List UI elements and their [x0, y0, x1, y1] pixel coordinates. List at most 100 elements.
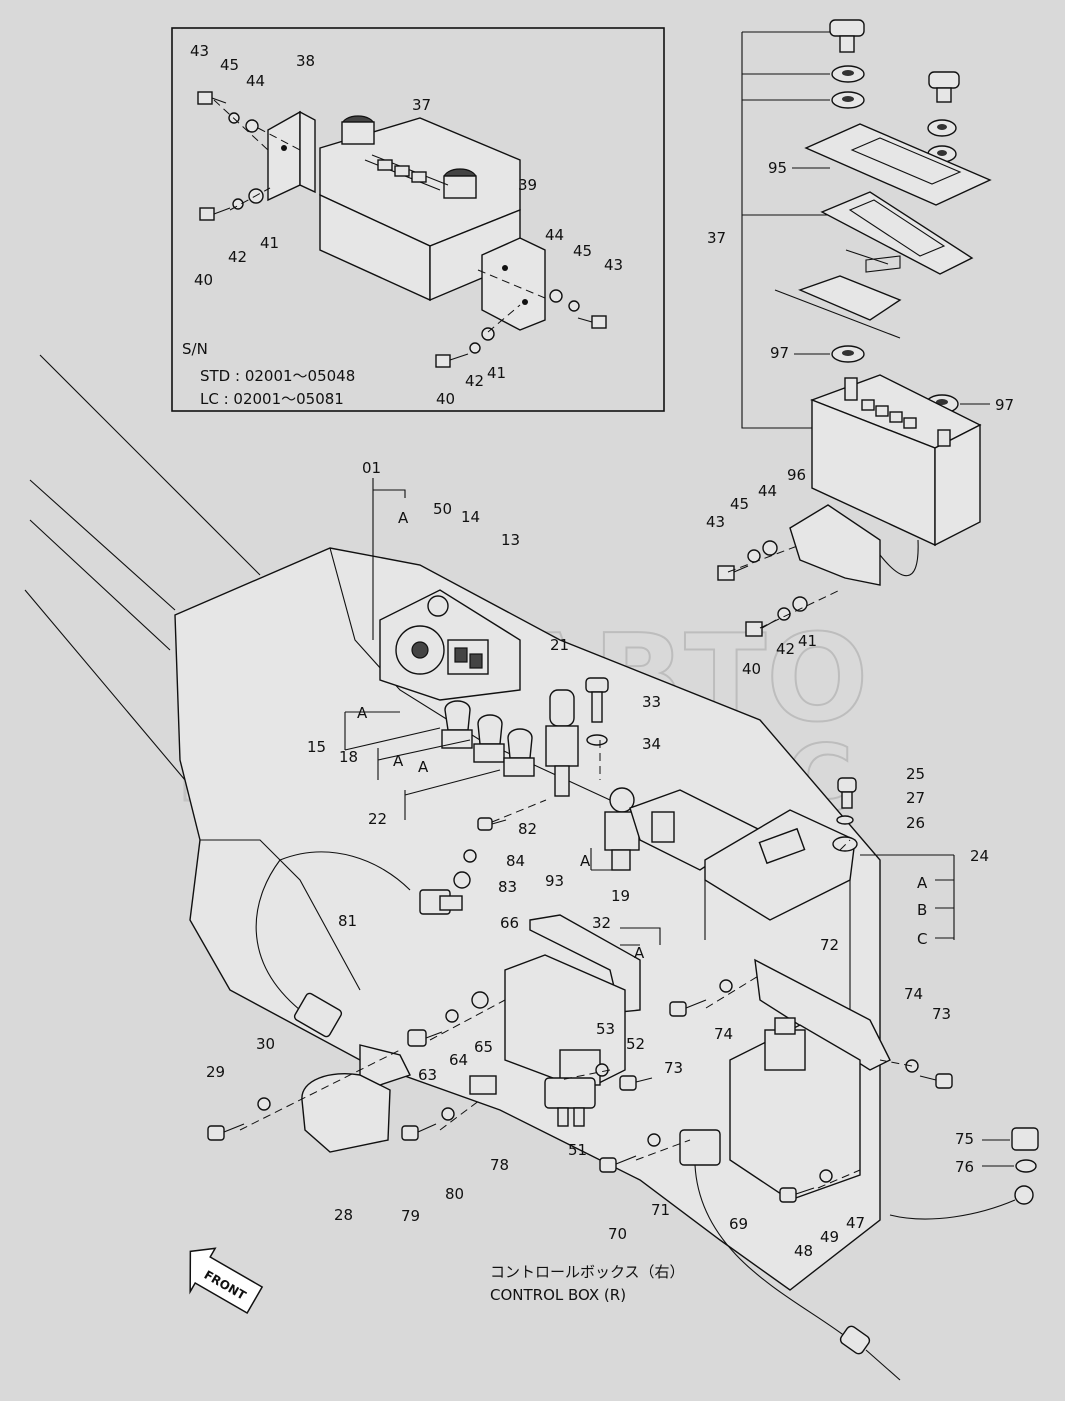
label-49: 49 [820, 1228, 839, 1246]
label-01: 01 [362, 459, 381, 477]
label-A7: A [634, 944, 645, 962]
label-inset-45a: 45 [220, 56, 239, 74]
label-30: 30 [256, 1035, 275, 1053]
label-71: 71 [651, 1201, 670, 1219]
label-47: 47 [846, 1214, 865, 1232]
main-labels: 01 A 50 14 13 21 33 34 A 15 A 18 A 22 82… [206, 459, 1014, 1260]
label-78: 78 [490, 1156, 509, 1174]
inset-frame [171, 27, 665, 412]
label-24: 24 [970, 847, 989, 865]
plate-95 [804, 123, 992, 206]
label-27: 27 [906, 789, 925, 807]
label-15: 15 [307, 738, 326, 756]
label-14: 14 [461, 508, 480, 526]
label-65: 65 [474, 1038, 493, 1056]
label-75: 75 [955, 1130, 974, 1148]
inset-battery-box: 43 45 44 38 37 40 42 41 39 44 45 43 40 4… [171, 27, 665, 412]
label-B: B [917, 901, 927, 919]
right-labels: 37 95 97 97 96 45 44 43 40 42 41 [706, 159, 1014, 678]
label-r96: 96 [787, 466, 806, 484]
serial-title: S/N [182, 340, 208, 358]
caption-japanese: コントロールボックス（右） [490, 1263, 685, 1281]
label-69: 69 [729, 1215, 748, 1233]
label-r40: 40 [742, 660, 761, 678]
label-32: 32 [592, 914, 611, 932]
label-r44: 44 [758, 482, 777, 500]
bracket-93 [529, 914, 641, 1013]
upper-right-unit [717, 19, 992, 637]
label-80: 80 [445, 1185, 464, 1203]
label-63: 63 [418, 1066, 437, 1084]
label-r97b: 97 [995, 396, 1014, 414]
label-18: 18 [339, 748, 358, 766]
label-inset-38: 38 [296, 52, 315, 70]
label-inset-40a: 40 [194, 271, 213, 289]
serial-std: STD : 02001～05048 [200, 367, 355, 385]
label-93: 93 [545, 872, 564, 890]
label-52: 52 [626, 1035, 645, 1053]
label-64: 64 [449, 1051, 468, 1069]
label-r43: 43 [706, 513, 725, 531]
label-25: 25 [906, 765, 925, 783]
box-47 [729, 1024, 861, 1201]
label-inset-42b: 42 [465, 372, 484, 390]
front-arrow: FRONT [189, 1247, 264, 1315]
label-inset-40b: 40 [436, 390, 455, 408]
label-A5: A [580, 852, 591, 870]
label-r37: 37 [707, 229, 726, 247]
label-76: 76 [955, 1158, 974, 1176]
label-82: 82 [518, 820, 537, 838]
caption-english: CONTROL BOX (R) [490, 1286, 626, 1304]
label-72: 72 [820, 936, 839, 954]
label-A3: A [393, 752, 404, 770]
label-70: 70 [608, 1225, 627, 1243]
label-inset-39: 39 [518, 176, 537, 194]
label-48: 48 [794, 1242, 813, 1260]
bracket-72 [754, 958, 891, 1071]
label-34: 34 [642, 735, 661, 753]
inset-bracket-38 [267, 110, 301, 202]
label-21: 21 [550, 636, 569, 654]
bracket-96 [789, 504, 881, 586]
label-83: 83 [498, 878, 517, 896]
label-A4: A [418, 758, 429, 776]
label-inset-42a: 42 [228, 248, 247, 266]
label-53: 53 [596, 1020, 615, 1038]
label-74b: 74 [904, 985, 923, 1003]
label-81: 81 [338, 912, 357, 930]
label-r42: 42 [776, 640, 795, 658]
label-inset-41a: 41 [260, 234, 279, 252]
label-A6: A [917, 874, 928, 892]
label-inset-43a: 43 [190, 42, 209, 60]
caption: コントロールボックス（右） CONTROL BOX (R) [490, 1263, 685, 1304]
label-inset-43b: 43 [604, 256, 623, 274]
label-73a: 73 [664, 1059, 683, 1077]
label-C: C [917, 930, 927, 948]
label-r95: 95 [768, 159, 787, 177]
label-inset-44a: 44 [246, 72, 265, 90]
label-A1: A [398, 509, 409, 527]
label-26: 26 [906, 814, 925, 832]
label-79: 79 [401, 1207, 420, 1225]
console-assembly: FRONT [24, 354, 1039, 1381]
label-r97a: 97 [770, 344, 789, 362]
label-inset-44b: 44 [545, 226, 564, 244]
label-74a: 74 [714, 1025, 733, 1043]
label-50: 50 [433, 500, 452, 518]
label-19: 19 [611, 887, 630, 905]
label-inset-41b: 41 [487, 364, 506, 382]
label-r41: 41 [798, 632, 817, 650]
label-29: 29 [206, 1063, 225, 1081]
label-51: 51 [568, 1141, 587, 1159]
label-84: 84 [506, 852, 525, 870]
label-inset-37: 37 [412, 96, 431, 114]
label-33: 33 [642, 693, 661, 711]
label-28: 28 [334, 1206, 353, 1224]
label-13: 13 [501, 531, 520, 549]
label-A2: A [357, 704, 368, 722]
label-inset-45b: 45 [573, 242, 592, 260]
inset-bracket-39 [481, 237, 546, 331]
serial-lc: LC : 02001～05081 [200, 390, 344, 408]
label-22: 22 [368, 810, 387, 828]
